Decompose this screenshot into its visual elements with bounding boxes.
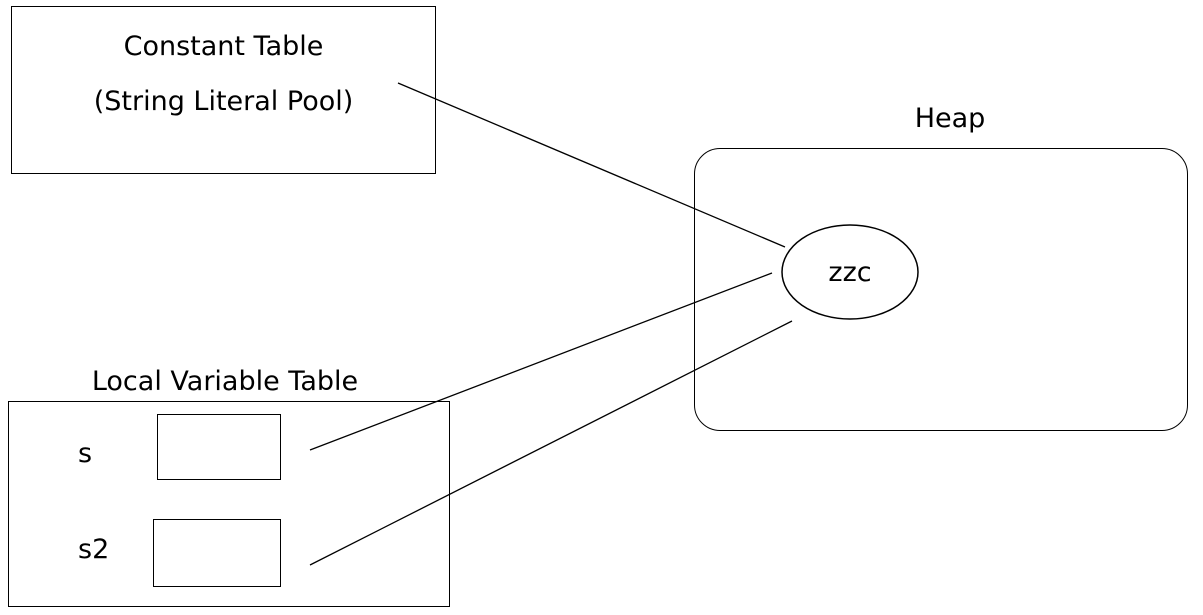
heap-object-value: zzc [828,257,872,288]
heap-title: Heap [914,103,986,134]
variable-slot-s [157,414,281,480]
local-variable-table-title: Local Variable Table [91,366,359,397]
variable-slot-s2 [153,519,281,587]
variable-name-s: s [78,438,93,469]
constant-table-subtitle: (String Literal Pool) [93,86,354,117]
variable-name-s2: s2 [78,534,110,565]
constant-table-title: Constant Table [123,31,324,62]
heap-box [694,148,1188,431]
